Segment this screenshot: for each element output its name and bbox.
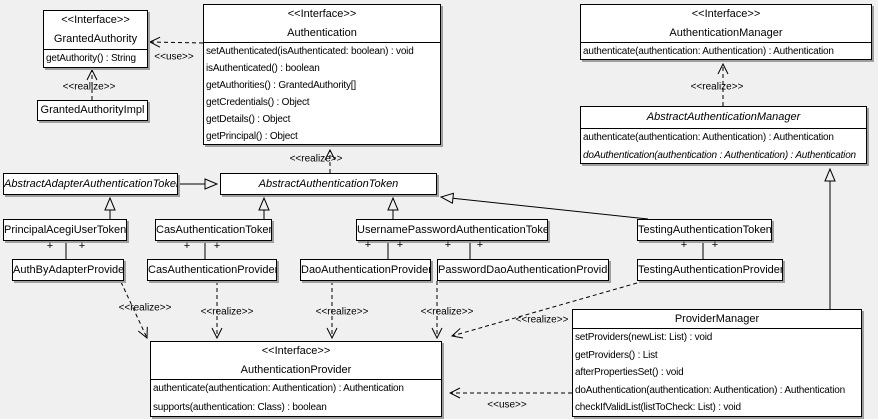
class-authentication[interactable]: <<Interface>> Authentication setAuthenti… (203, 4, 441, 145)
class-cas-authentication-token[interactable]: CasAuthenticationToken (155, 219, 272, 241)
stereotype-label: <<Interface>> (61, 14, 130, 26)
class-name: TestingAuthenticationToken (638, 224, 771, 236)
class-dao-authentication-provider[interactable]: DaoAuthenticationProvider (300, 259, 431, 281)
class-cas-authentication-provider[interactable]: CasAuthenticationProvider (147, 259, 277, 281)
stereotype-label: <<Interface>> (691, 8, 761, 20)
method-row: getAuthorities() : GrantedAuthority[] (206, 80, 356, 91)
association-end-plus: + (183, 240, 191, 252)
method-row: getAuthority() : String (46, 53, 136, 64)
class-name: PrincipalAcegiUserToken (4, 224, 126, 236)
realize-authbyadapter-to-authentication-provider (120, 281, 147, 338)
association-end-plus: + (444, 239, 452, 251)
stereotype-label: <<Interface>> (261, 345, 331, 357)
class-name: UsernamePasswordAuthenticationToken (357, 224, 547, 236)
association-end-plus: + (476, 239, 484, 251)
class-name: ProviderManager (674, 313, 760, 325)
method-row: getProviders() : List (575, 349, 658, 361)
class-authentication-manager[interactable]: <<Interface>> AuthenticationManager auth… (580, 4, 872, 60)
method-row: setProviders(newList: List) : void (575, 332, 713, 343)
class-granted-authority-impl[interactable]: GrantedAuthorityImpl (37, 100, 148, 121)
association-end-plus: + (680, 239, 688, 251)
class-name: GrantedAuthorityImpl (40, 104, 145, 116)
class-principal-acegi-user-token[interactable]: PrincipalAcegiUserToken (3, 219, 127, 241)
class-username-password-authentication-token[interactable]: UsernamePasswordAuthenticationToken (356, 219, 548, 241)
class-testing-authentication-provider[interactable]: TestingAuthenticationProvider (637, 259, 783, 281)
method-row: afterPropertiesSet() : void (575, 367, 684, 379)
class-name: Authentication (287, 26, 357, 39)
association-end-plus: + (46, 240, 54, 252)
method-row: doAuthentication(authentication : Authen… (583, 149, 856, 161)
class-testing-authentication-token[interactable]: TestingAuthenticationToken (637, 219, 772, 241)
class-name: CasAuthenticationProvider (148, 264, 276, 276)
method-row: isAuthenticated() : boolean (206, 63, 320, 74)
edge-label-realize: <<realize>> (289, 153, 343, 165)
edge-label-realize: <<realize>> (515, 314, 569, 326)
method-row: authenticate(authentication: Authenticat… (583, 132, 834, 143)
class-name: AuthByAdapterProvider (13, 264, 123, 276)
method-row: doAuthentication(authentication: Authent… (575, 384, 845, 396)
method-row: authenticate(authentication: Authenticat… (153, 383, 404, 394)
class-name: PasswordDaoAuthenticationProvider (438, 264, 608, 276)
class-password-dao-authentication-provider[interactable]: PasswordDaoAuthenticationProvider (437, 259, 609, 281)
class-name: CasAuthenticationToken (156, 224, 271, 236)
edge-label-use: <<use>> (154, 51, 194, 63)
class-abstract-authentication-manager[interactable]: AbstractAuthenticationManager authentica… (580, 106, 867, 164)
class-name: AuthenticationProvider (240, 363, 352, 376)
class-name: AuthenticationManager (669, 26, 783, 39)
class-granted-authority[interactable]: <<Interface>> GrantedAuthority getAuthor… (43, 10, 148, 68)
class-authentication-provider[interactable]: <<Interface>> AuthenticationProvider aut… (150, 341, 442, 417)
generalization-testing-token-to-abstract-token (441, 197, 649, 220)
edge-label-realize: <<realize>> (118, 302, 172, 314)
method-row: supports(authentication: Class) : boolea… (153, 401, 327, 413)
stereotype-label: <<Interface>> (287, 8, 357, 20)
class-abstract-authentication-token[interactable]: AbstractAuthenticationToken (220, 173, 437, 195)
edge-label-realize: <<realize>> (420, 306, 474, 318)
class-name: AbstractAdapterAuthenticationToken (4, 178, 177, 190)
class-provider-manager[interactable]: ProviderManager setProviders(newList: Li… (572, 309, 862, 417)
class-name: AbstractAuthenticationManager (646, 111, 801, 123)
edge-label-realize: <<realize>> (62, 81, 116, 93)
method-row: checkIfValidList(listToCheck: List) : vo… (575, 402, 741, 414)
class-abstract-adapter-authentication-token[interactable]: AbstractAdapterAuthenticationToken (3, 173, 178, 195)
method-row: authenticate(authentication: Authenticat… (583, 46, 834, 57)
edge-label-realize: <<realize>> (690, 81, 744, 93)
edge-label-use: <<use>> (487, 399, 527, 411)
method-row: getDetails() : Object (206, 114, 291, 125)
association-end-plus: + (213, 240, 221, 252)
class-name: GrantedAuthority (53, 33, 138, 45)
association-end-plus: + (78, 240, 86, 252)
association-end-plus: + (711, 239, 719, 251)
edge-label-realize: <<realize>> (200, 306, 254, 318)
class-name: DaoAuthenticationProvider (301, 264, 430, 276)
association-end-plus: + (364, 239, 372, 251)
method-row: getCredentials() : Object (206, 97, 310, 108)
method-row: setAuthenticated(isAuthenticated: boolea… (206, 46, 414, 57)
use-authentication-to-grantedauthority (150, 42, 204, 43)
edge-label-realize: <<realize>> (315, 306, 369, 318)
class-name: AbstractAuthenticationToken (258, 178, 399, 190)
method-row: getPrincipal() : Object (206, 131, 298, 142)
association-end-plus: + (396, 239, 404, 251)
class-name: TestingAuthenticationProvider (638, 264, 782, 276)
class-auth-by-adapter-provider[interactable]: AuthByAdapterProvider (12, 259, 124, 281)
